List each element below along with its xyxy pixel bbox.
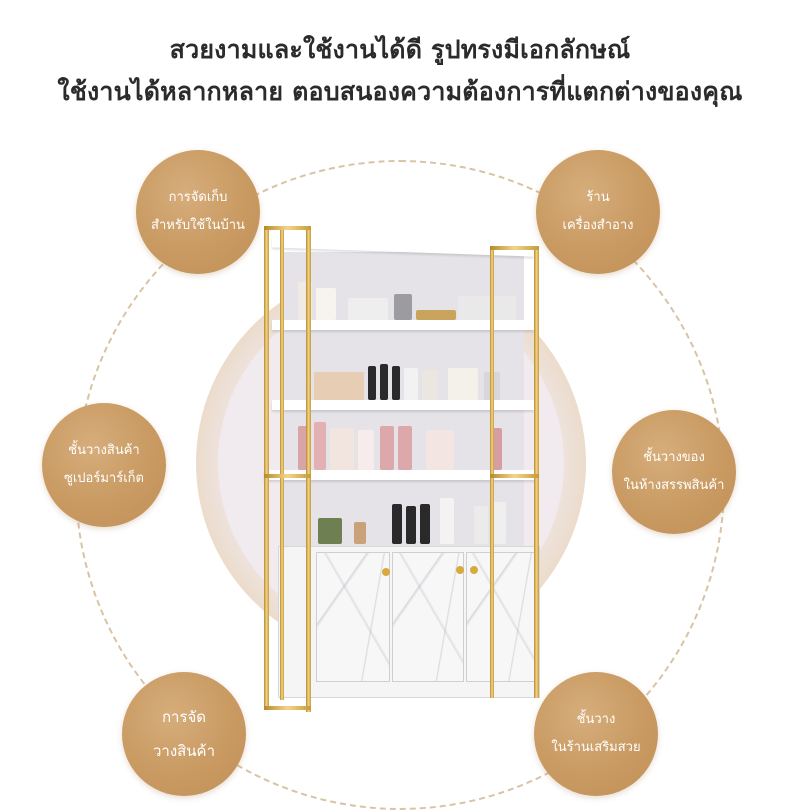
gold-frame-rail: [264, 706, 311, 710]
gold-frame-post: [490, 248, 494, 698]
product-box: [422, 370, 438, 400]
bubble-supermarket-line-2: ซูเปอร์มาร์เก็ต: [64, 471, 144, 486]
bubble-mall-shelf: ชั้นวางของ ในห้างสรรพสินค้า: [612, 410, 736, 534]
product-tube: [380, 426, 394, 470]
product-bottle: [368, 366, 376, 400]
bubble-home-storage: การจัดเก็บ สำหรับใช้ในบ้าน: [136, 150, 260, 274]
shelf-3: [272, 400, 534, 410]
bubble-cosmetics-store: ร้าน เครื่องสำอาง: [536, 150, 660, 274]
product-tube: [398, 426, 412, 470]
gold-frame-post: [306, 226, 311, 712]
display-shelf-unit: [258, 222, 548, 722]
product-bottle: [392, 504, 402, 544]
bubble-supermarket-shelf: ชั้นวางสินค้า ซูเปอร์มาร์เก็ต: [42, 403, 166, 527]
cabinet-door-3: [466, 552, 536, 682]
product-box: [348, 298, 388, 320]
product-box: [358, 430, 374, 470]
cabinet-knob: [470, 566, 478, 574]
product-bottle: [420, 504, 430, 544]
product-bottle: [392, 366, 400, 400]
bubble-home-line-1: การจัดเก็บ: [168, 190, 228, 205]
bubble-mall-line-2: ในห้างสรรพสินค้า: [623, 478, 725, 493]
bubble-salon-line-1: ชั้นวาง: [576, 712, 616, 727]
product-bottle: [380, 364, 388, 400]
bubble-beauty-salon: ชั้นวาง ในร้านเสริมสวย: [534, 672, 658, 796]
product-box: [330, 428, 354, 470]
product-plant: [318, 518, 342, 544]
product-bottle: [474, 506, 488, 544]
product-tube: [404, 368, 418, 400]
product-pump-bottle: [440, 498, 454, 544]
product-bottle: [406, 506, 416, 544]
gold-frame-rail: [264, 474, 311, 478]
product-box: [448, 368, 478, 400]
product-jars: [314, 372, 364, 400]
shelf-2: [272, 320, 534, 330]
product-bottle: [354, 522, 366, 544]
product-bottle: [394, 294, 412, 320]
gold-frame-post: [534, 246, 539, 698]
headline-line-1: สวยงามและใช้งานได้ดี รูปทรงมีเอกลักษณ์: [169, 35, 631, 64]
product-box: [426, 430, 454, 470]
gold-frame-post: [264, 230, 269, 710]
gold-frame-post: [280, 230, 284, 700]
product-tube: [314, 422, 326, 470]
cabinet-knob: [456, 566, 464, 574]
shelf-4: [264, 470, 538, 480]
product-box: [316, 288, 336, 320]
headline-line-2: ใช้งานได้หลากหลาย ตอบสนองความต้องการที่แ…: [57, 77, 743, 106]
gold-frame-rail: [264, 226, 311, 230]
cabinet-door-2: [392, 552, 464, 682]
bubble-home-line-2: สำหรับใช้ในบ้าน: [151, 218, 245, 233]
bubble-cosmetics-line-2: เครื่องสำอาง: [562, 218, 634, 233]
gold-frame-rail: [490, 246, 539, 250]
product-jar: [416, 310, 456, 320]
bubble-display-line-1: การจัด: [161, 708, 207, 726]
bubble-salon-line-2: ในร้านเสริมสวย: [551, 740, 641, 755]
product-jars: [458, 296, 516, 320]
bubble-mall-line-1: ชั้นวางของ: [643, 450, 705, 465]
product-bottle: [492, 502, 506, 544]
bubble-supermarket-line-1: ชั้นวางสินค้า: [68, 443, 140, 458]
bubble-product-display: การจัด วางสินค้า: [122, 672, 246, 796]
gold-frame-rail: [490, 474, 539, 478]
cabinet-knob: [382, 568, 390, 576]
cabinet-door-1: [316, 552, 390, 682]
bubble-display-line-2: วางสินค้า: [152, 742, 216, 760]
bubble-cosmetics-line-1: ร้าน: [586, 190, 610, 205]
